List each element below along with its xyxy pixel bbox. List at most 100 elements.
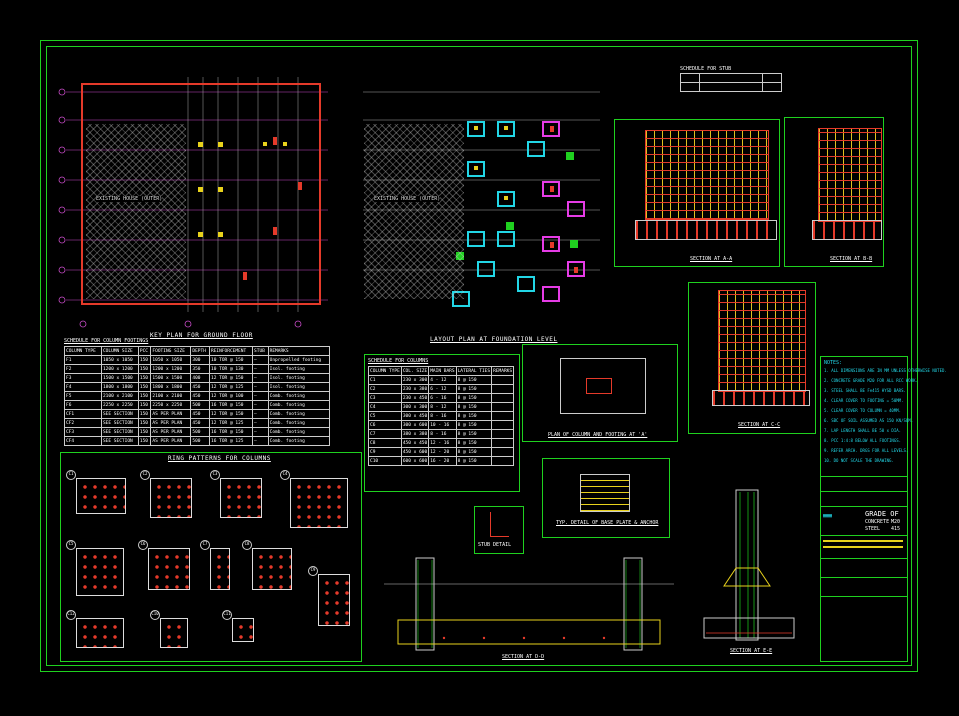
section-cc-title: SECTION AT C-C xyxy=(738,422,781,428)
stub-detail-title: STUB DETAIL xyxy=(478,542,512,548)
ring-pattern-label: C11 xyxy=(222,610,232,620)
table-cell: F3 xyxy=(64,373,102,383)
plan-footing-column xyxy=(586,378,612,394)
existing-house-hatch-2 xyxy=(364,124,464,299)
header-cell: REMARKS xyxy=(267,346,331,356)
table-cell: 230 x 380 xyxy=(400,384,430,394)
column-section-bars xyxy=(160,618,188,648)
table-cell: C5 xyxy=(368,411,402,421)
section-ee-drawing xyxy=(703,489,795,641)
column-section-bars xyxy=(318,574,350,626)
note-line: 7. LAP LENGTH SHALL BE 50 x DIA. xyxy=(824,428,902,433)
column-section-bars xyxy=(290,478,348,528)
table-cell: 1800 x 1800 xyxy=(100,382,139,392)
table-cell: 8 @ 150 xyxy=(455,402,493,412)
table-cell: 150 xyxy=(137,355,152,365)
table-cell: 150 xyxy=(137,364,152,374)
table-cell: 2250 x 2250 xyxy=(100,400,139,410)
table-cell: 10 TOR @ 130 xyxy=(208,364,254,374)
section-ee-title: SECTION AT E-E xyxy=(730,648,773,654)
table-cell: 8 @ 150 xyxy=(455,438,493,448)
section-dd-title: SECTION AT D-D xyxy=(502,654,545,660)
stub-schedule: SCHEDULE FOR STUB xyxy=(680,66,782,92)
ring-pattern-cell: C11 xyxy=(222,610,262,652)
note-line: 3. STEEL SHALL BE Fe415 HYSD BARS. xyxy=(824,388,906,393)
table-cell: 300 xyxy=(190,355,210,365)
table-cell: C3 xyxy=(368,393,402,403)
table-cell: 500 xyxy=(190,436,210,446)
table-cell: CF4 xyxy=(64,436,102,446)
table-cell: 150 xyxy=(137,400,152,410)
ring-pattern-cell: C9 xyxy=(308,566,358,636)
section-bb-panel xyxy=(784,117,884,267)
table-cell: Isol. footing xyxy=(267,382,331,392)
column-section-bars xyxy=(232,618,254,642)
table-cell: 12 TOR @ 125 xyxy=(208,418,254,428)
table-cell: 300 x 300 xyxy=(400,402,430,412)
table-cell: 8 @ 150 xyxy=(455,447,493,457)
ring-pattern-label: C8 xyxy=(242,540,252,550)
table-cell: 300 x 450 xyxy=(400,411,430,421)
table-cell: 8 - 16 xyxy=(428,429,457,439)
grade-cell: GRADE OF CONCRETE STEEL M20 415 ▦▦▦ xyxy=(821,506,907,535)
column-schedule-panel xyxy=(364,354,520,492)
note-line: 1. ALL DIMENSIONS ARE IN MM UNLESS OTHER… xyxy=(824,368,947,373)
table-cell xyxy=(491,420,515,430)
column-section-bars xyxy=(76,548,124,596)
sheet-inner-border xyxy=(46,46,912,666)
table-cell: 16 TOR @ 150 xyxy=(208,427,254,437)
column-section-bars xyxy=(220,478,262,518)
concrete-label: CONCRETE xyxy=(865,519,890,525)
table-cell: 400 xyxy=(190,373,210,383)
title-block-notes: NOTES: 1. ALL DIMENSIONS ARE IN MM UNLES… xyxy=(824,360,947,470)
table-cell: 12 TOR @ 150 xyxy=(208,373,254,383)
column-section-bars xyxy=(76,478,126,514)
section-bb-base xyxy=(812,220,882,240)
table-cell: Comb. footing xyxy=(267,418,331,428)
table-cell: 2100 x 2100 xyxy=(100,391,139,401)
table-cell: 450 xyxy=(190,418,210,428)
footing-schedule: SCHEDULE FOR COLUMN FOOTINGS COLUMN TYPE… xyxy=(64,338,331,446)
section-aa-base xyxy=(635,220,777,240)
table-cell: 8 @ 150 xyxy=(455,393,493,403)
table-cell: 16 TOR @ 150 xyxy=(208,400,254,410)
table-cell: C8 xyxy=(368,438,402,448)
table-cell: Comb. footing xyxy=(267,400,331,410)
table-cell: SEE SECTION xyxy=(100,409,139,419)
table-cell: AS PER PLAN xyxy=(150,436,192,446)
table-cell: 8 @ 150 xyxy=(455,375,493,385)
table-cell: 8 @ 150 xyxy=(455,384,493,394)
table-cell: Unpropelled footing xyxy=(267,355,331,365)
key-plan-grid xyxy=(58,77,328,328)
table-cell: 150 xyxy=(137,436,152,446)
ring-pattern-label: C12 xyxy=(66,610,76,620)
table-cell: 8 @ 150 xyxy=(455,420,493,430)
table-cell: AS PER PLAN xyxy=(150,427,192,437)
table-cell: 300 x 600 xyxy=(400,420,430,430)
existing-house-label-2: EXISTING HOUSE (OUTER) xyxy=(374,196,441,202)
table-cell: 150 xyxy=(137,391,152,401)
table-cell: 1200 x 1200 xyxy=(150,364,192,374)
note-line: 8. PCC 1:4:8 BELOW ALL FOOTINGS. xyxy=(824,438,902,443)
ring-pattern-cell: C12 xyxy=(66,610,132,658)
header-cell: DEPTH xyxy=(190,346,210,356)
table-cell: C1 xyxy=(368,375,402,385)
table-cell: Comb. footing xyxy=(267,427,331,437)
table-cell xyxy=(491,384,515,394)
section-bb-rebar xyxy=(818,128,882,222)
section-cc-base xyxy=(712,390,810,406)
table-cell: AS PER PLAN xyxy=(150,409,192,419)
table-cell: — xyxy=(252,400,269,410)
table-cell: 1050 x 1050 xyxy=(100,355,139,365)
ring-pattern-label: C10 xyxy=(150,610,160,620)
table-cell: 350 xyxy=(190,364,210,374)
table-cell: Isol. footing xyxy=(267,373,331,383)
